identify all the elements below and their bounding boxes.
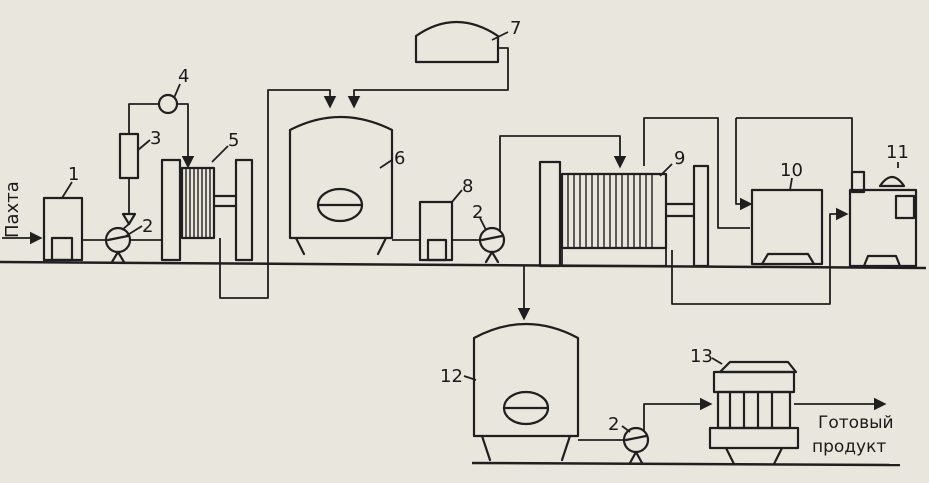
pipe-pump3-packer [643, 397, 713, 432]
callout-2b: 2 [472, 202, 483, 223]
callout-7: 7 [510, 18, 521, 39]
callout-11: 11 [886, 142, 909, 163]
plate-heat-exchanger-1 [130, 158, 254, 262]
callout-2a: 2 [142, 216, 153, 237]
pipe-pump2-exchanger [499, 135, 627, 232]
pipe-filter-pump [121, 223, 130, 231]
leader-lines [61, 31, 899, 433]
output-label-line2: продукт [812, 437, 886, 457]
callout-12: 12 [440, 366, 463, 387]
callout-13: 13 [690, 346, 713, 367]
pipe-to-10-top [736, 117, 853, 172]
pipe-return-bottom [671, 207, 849, 305]
output-label-line1: Готовый [818, 413, 894, 433]
pump-2 [478, 226, 506, 264]
filter [118, 132, 140, 226]
cold-water-tank [750, 188, 824, 266]
floor-lines [0, 260, 927, 467]
pipe-10-feed [735, 118, 753, 211]
callout-4: 4 [178, 66, 189, 87]
callout-5: 5 [228, 130, 239, 151]
starter-tank [347, 20, 509, 109]
flow-meter [128, 93, 195, 169]
callout-2c: 2 [608, 414, 619, 435]
intermediate-tank [418, 200, 480, 262]
pump-3 [622, 426, 650, 465]
callout-1: 1 [68, 164, 79, 185]
pipe-exchanger-vat [219, 89, 337, 299]
packaging-machine [708, 360, 887, 466]
fermentation-vat [288, 116, 420, 256]
callout-numbers: 1 2 3 4 5 6 7 8 2 9 10 11 12 2 13 [68, 18, 909, 435]
callout-9: 9 [674, 148, 685, 169]
ice-water-unit [848, 170, 918, 268]
callout-6: 6 [394, 148, 405, 169]
callout-8: 8 [462, 176, 473, 197]
plate-heat-exchanger-2 [538, 160, 710, 268]
callout-10: 10 [780, 160, 803, 181]
callout-3: 3 [150, 128, 161, 149]
pipe-loop-10 [643, 117, 750, 229]
receiving-tank [42, 196, 84, 262]
maturation-vat [472, 323, 624, 462]
input-label: Пахта [2, 181, 23, 238]
pump-1 [104, 226, 132, 264]
